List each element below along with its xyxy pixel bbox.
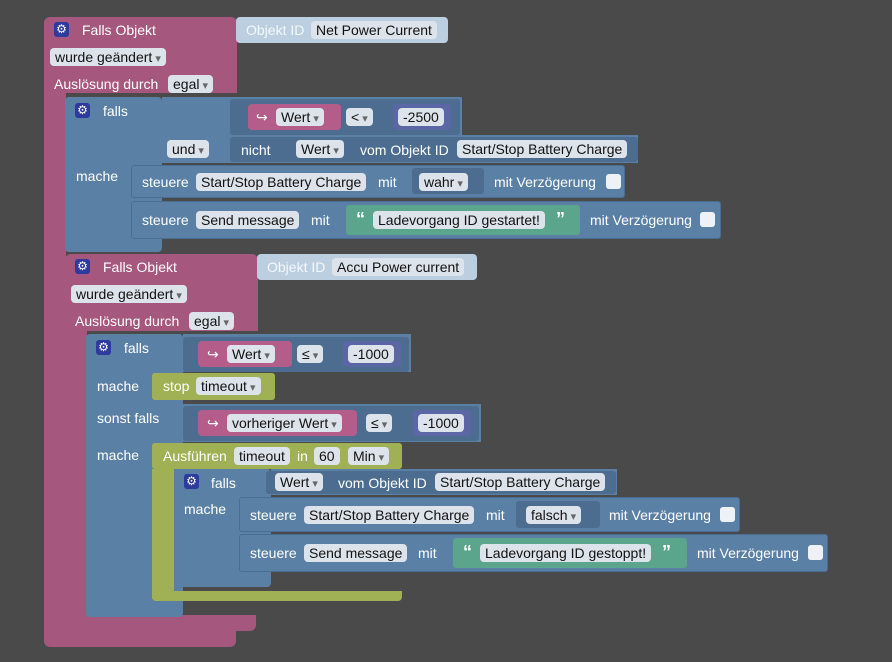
- obj-field[interactable]: Start/Stop Battery Charge: [435, 473, 606, 491]
- vom-objekt-label: vom Objekt ID: [360, 142, 449, 158]
- and-dropdown[interactable]: und: [167, 140, 209, 158]
- mache-label: mache: [184, 501, 227, 517]
- timeout-dropdown[interactable]: timeout: [196, 377, 261, 395]
- event-title: Falls Objekt: [103, 259, 177, 275]
- mit-label: mit: [486, 507, 505, 523]
- bool-dropdown[interactable]: wahr: [419, 173, 468, 191]
- gear-icon[interactable]: ⚙: [96, 340, 111, 355]
- delay-label: mit Verzögerung: [609, 507, 711, 523]
- prev-wert-dropdown[interactable]: vorheriger Wert: [227, 414, 342, 432]
- arrow-icon: ↪: [207, 346, 219, 362]
- trigger-label: Auslösung durch: [54, 76, 159, 92]
- mache-label-2: mache: [97, 447, 140, 463]
- operator-dropdown-2[interactable]: ≤: [366, 414, 393, 432]
- delay-checkbox[interactable]: [808, 545, 823, 560]
- vom-objekt-label: vom Objekt ID: [338, 475, 427, 491]
- gear-icon[interactable]: ⚙: [75, 103, 90, 118]
- quote-close-icon: ”: [556, 209, 565, 229]
- delay-checkbox[interactable]: [700, 212, 715, 227]
- steuere-label: steuere: [250, 507, 297, 523]
- quote-open-icon: “: [356, 209, 365, 229]
- trigger-dropdown[interactable]: egal: [189, 312, 235, 330]
- if-falls-label: falls: [103, 103, 128, 119]
- mit-label: mit: [418, 545, 437, 561]
- number-field[interactable]: -2500: [398, 108, 444, 126]
- wert-dropdown[interactable]: Wert: [276, 108, 324, 126]
- target-field[interactable]: Start/Stop Battery Charge: [196, 173, 367, 191]
- quote-close-icon: ”: [662, 542, 671, 562]
- gear-icon[interactable]: ⚙: [54, 22, 69, 37]
- trigger-label: Auslösung durch: [75, 313, 180, 329]
- steuere-label: steuere: [250, 545, 297, 561]
- run-timeout-footer: [152, 591, 402, 601]
- delay-checkbox[interactable]: [720, 507, 735, 522]
- operator-dropdown[interactable]: ≤: [297, 345, 324, 363]
- arrow-icon: ↪: [256, 109, 268, 125]
- not-label: nicht: [241, 142, 271, 158]
- ausfuhren-label: Ausführen: [163, 448, 227, 464]
- event-title: Falls Objekt: [82, 22, 156, 38]
- in-label: in: [297, 448, 308, 464]
- mit-label: mit: [311, 212, 330, 228]
- objid-label: Objekt ID: [267, 259, 326, 275]
- arrow-icon: ↪: [207, 415, 219, 431]
- bool-dropdown[interactable]: falsch: [526, 506, 582, 524]
- number-field-2[interactable]: -1000: [418, 414, 464, 432]
- delay-label: mit Verzögerung: [697, 545, 799, 561]
- timeout-name-field[interactable]: timeout: [234, 447, 290, 465]
- target-field[interactable]: Send message: [196, 211, 300, 229]
- if-falls-label: falls: [124, 340, 149, 356]
- objid-value-field[interactable]: Accu Power current: [332, 258, 465, 276]
- objid-label: Objekt ID: [246, 22, 305, 38]
- gear-icon[interactable]: ⚙: [75, 259, 90, 274]
- target-field[interactable]: Send message: [304, 544, 408, 562]
- steuere-label: steuere: [142, 212, 189, 228]
- gear-icon[interactable]: ⚙: [184, 474, 199, 489]
- wert-dropdown[interactable]: Wert: [227, 345, 275, 363]
- stop-label: stop: [163, 378, 190, 394]
- event-block-2-spine: [65, 331, 87, 631]
- wert-dropdown[interactable]: Wert: [275, 473, 323, 491]
- trigger-dropdown[interactable]: egal: [168, 75, 214, 93]
- delay-label: mit Verzögerung: [590, 212, 692, 228]
- sonst-falls-label: sonst falls: [97, 410, 160, 426]
- unit-dropdown[interactable]: Min: [348, 447, 390, 465]
- text-field[interactable]: Ladevorgang ID gestoppt!: [480, 544, 652, 562]
- delay-checkbox[interactable]: [606, 174, 621, 189]
- target-field[interactable]: Start/Stop Battery Charge: [304, 506, 475, 524]
- event-block-2-footer: [65, 615, 256, 631]
- mache-label: mache: [76, 168, 119, 184]
- set-block-4-tab: [239, 572, 269, 584]
- operator-dropdown[interactable]: <: [346, 108, 373, 126]
- mache-label: mache: [97, 378, 140, 394]
- steuere-label: steuere: [142, 174, 189, 190]
- text-field[interactable]: Ladevorgang ID gestartet!: [373, 211, 545, 229]
- event-block-spine: [44, 93, 66, 637]
- wert2-dropdown[interactable]: Wert: [296, 140, 344, 158]
- number-field[interactable]: -1000: [348, 345, 394, 363]
- objid-value-field[interactable]: Net Power Current: [311, 21, 437, 39]
- changed-dropdown[interactable]: wurde geändert: [50, 48, 166, 66]
- amount-field[interactable]: 60: [314, 447, 340, 465]
- quote-open-icon: “: [463, 542, 472, 562]
- event-block-footer: [44, 630, 236, 647]
- if-falls-label: falls: [211, 475, 236, 491]
- obj-field[interactable]: Start/Stop Battery Charge: [457, 140, 628, 158]
- delay-label: mit Verzögerung: [494, 174, 596, 190]
- mit-label: mit: [378, 174, 397, 190]
- changed-dropdown[interactable]: wurde geändert: [71, 285, 187, 303]
- run-timeout-spine: [152, 469, 174, 599]
